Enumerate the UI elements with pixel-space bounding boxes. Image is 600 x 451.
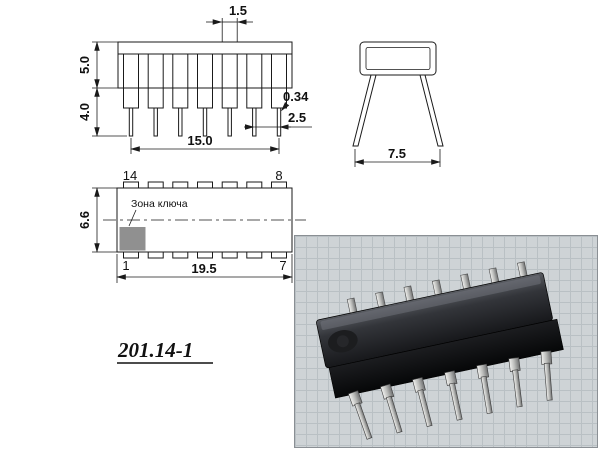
dim-lead-span-label: 15.0 (187, 133, 212, 148)
dim-body-width-label: 6.6 (77, 211, 92, 229)
pin-number-7: 7 (279, 258, 286, 273)
pin-number-1: 1 (122, 258, 129, 273)
dim-body-length-label: 19.5 (191, 261, 216, 276)
dim-pin-shoulder-width-label: 1.5 (229, 3, 247, 18)
front-view-pins (123, 87, 287, 137)
side-view: 7.5 (352, 41, 444, 167)
front-view-dimensions: 5.0 4.0 1.5 15.0 2.5 (77, 3, 312, 154)
dim-lead-thickness-label: 0.34 (283, 89, 309, 104)
package-code: 201.14-1 (117, 338, 193, 362)
dip14-package-illustration (316, 261, 564, 440)
pin-number-14: 14 (123, 168, 137, 183)
dim-lead-tip-span-label: 7.5 (388, 146, 406, 161)
front-view: 5.0 4.0 1.5 15.0 2.5 (77, 3, 312, 154)
key-zone (119, 227, 146, 251)
key-zone-label: Зона ключа (131, 198, 188, 210)
front-view-lead-frame (123, 54, 287, 88)
dim-lead-length-label: 4.0 (77, 103, 92, 121)
pin-number-8: 8 (275, 168, 282, 183)
dim-lead-pitch-label: 2.5 (288, 110, 306, 125)
dim-body-height-label: 5.0 (77, 56, 92, 74)
ic-photo (294, 235, 598, 448)
ic-front-pins (348, 350, 553, 440)
side-view-dimensions: 7.5 (354, 146, 441, 167)
top-view-dimensions: 6.6 19.5 (77, 187, 293, 283)
top-view: Зона ключа 14 8 1 7 6.6 19.5 (77, 168, 306, 283)
title-block: 201.14-1 (117, 338, 213, 364)
top-view-tabs (123, 181, 287, 259)
